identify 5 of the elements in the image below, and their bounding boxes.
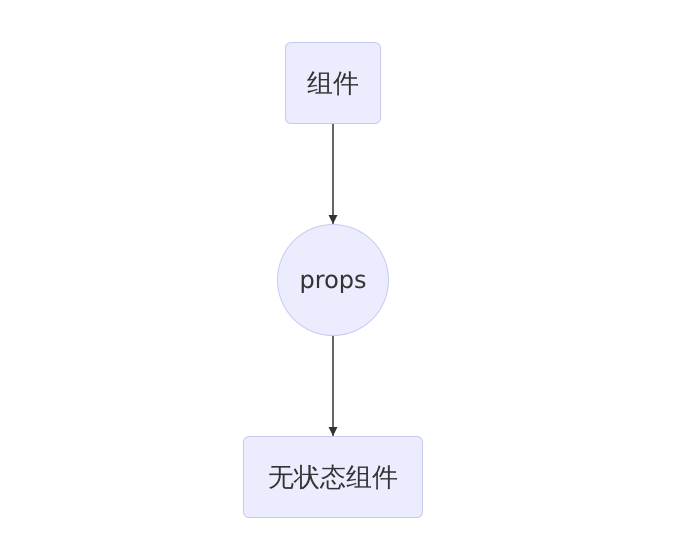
- arrow: [328, 124, 338, 224]
- data-circle: props: [277, 224, 389, 336]
- process-box: 组件: [285, 42, 381, 124]
- arrow: [328, 336, 338, 436]
- process-box: 无状态组件: [243, 436, 423, 518]
